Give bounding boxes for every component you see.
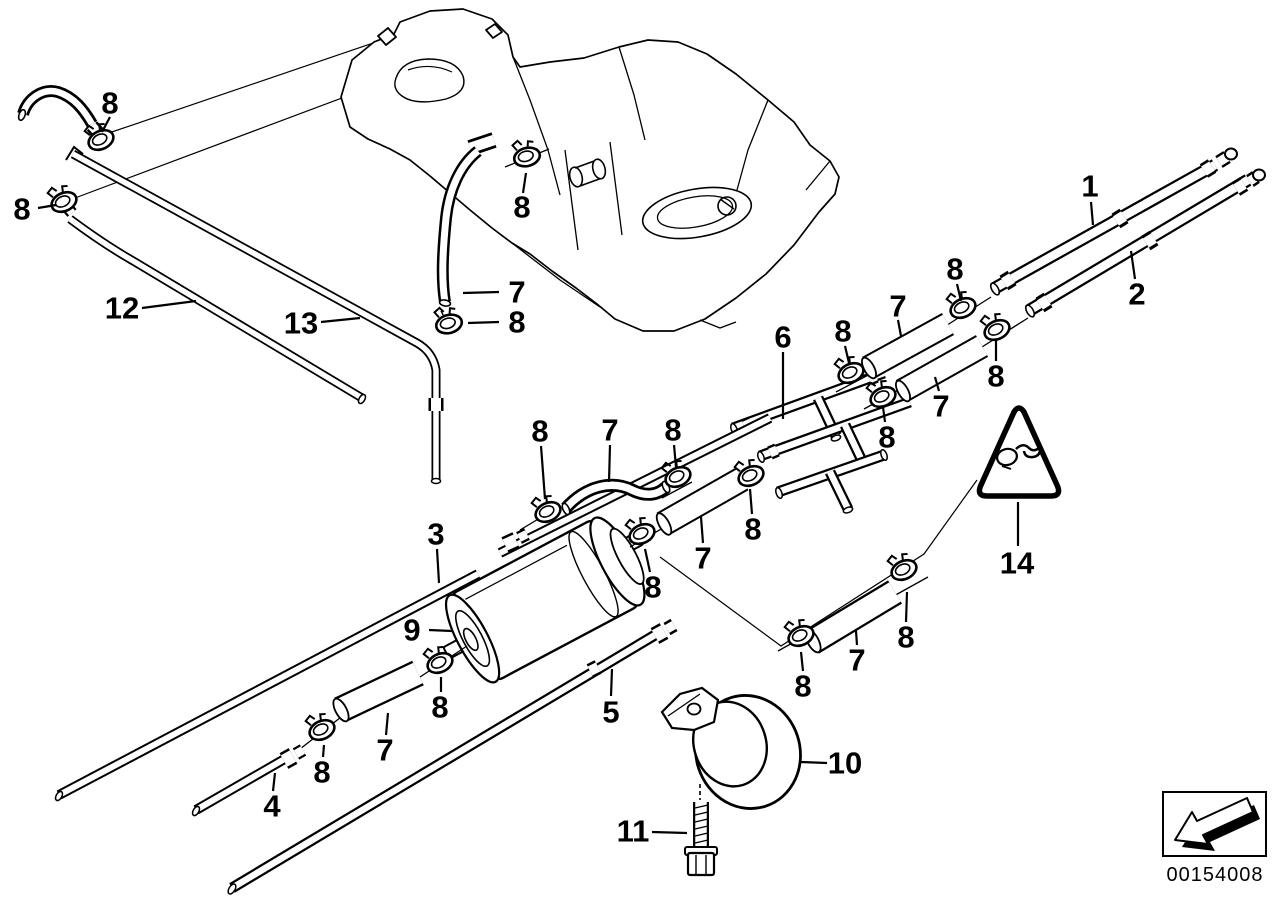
leader-lines: [37, 116, 1137, 835]
hose-clamp: [301, 706, 339, 745]
part-callout-6-7[interactable]: 6: [774, 319, 792, 355]
tank-fitting: [377, 27, 397, 46]
part-callout-8-19[interactable]: 8: [744, 511, 762, 547]
part-callout-7-20[interactable]: 7: [694, 540, 712, 576]
tank-fitting: [485, 23, 503, 39]
part-callout-3-22[interactable]: 3: [427, 516, 445, 552]
tank-port-stub: [568, 158, 607, 188]
part-callout-1-11[interactable]: 1: [1081, 168, 1099, 204]
part-callout-14-34[interactable]: 14: [999, 545, 1035, 581]
part-callout-8-26[interactable]: 8: [313, 754, 331, 790]
part-callout-8-24[interactable]: 8: [431, 689, 449, 725]
diagram-part-number: 00154008: [1166, 864, 1264, 886]
part-callout-8-29[interactable]: 8: [794, 668, 812, 704]
bracket-10: [660, 686, 802, 810]
support-hose-chain: [777, 546, 929, 654]
warning-triangle-icon: [976, 405, 1062, 499]
part-callout-8-0[interactable]: 8: [101, 85, 119, 121]
page-arrow-icon: [1174, 797, 1260, 851]
part-callout-11-33[interactable]: 11: [616, 813, 650, 849]
part-callout-8-15[interactable]: 8: [878, 419, 896, 455]
hose-clamp: [883, 546, 921, 585]
part-callout-8-31[interactable]: 8: [897, 619, 915, 655]
part-callout-8-16[interactable]: 8: [531, 413, 549, 449]
fuel-filter-9: [442, 516, 646, 684]
part-callout-8-1[interactable]: 8: [13, 191, 31, 227]
part-callout-2-12[interactable]: 2: [1128, 276, 1146, 312]
fuel-line-5: [227, 618, 678, 895]
filter-inlet-chain: [191, 639, 468, 817]
part-callout-7-14[interactable]: 7: [932, 388, 950, 424]
part-callout-8-4[interactable]: 8: [513, 189, 531, 225]
vent-hose-assembly: [17, 85, 118, 217]
part-callout-13-3[interactable]: 13: [283, 305, 319, 341]
part-callout-7-5[interactable]: 7: [508, 274, 526, 310]
part-callout-8-8[interactable]: 8: [834, 313, 852, 349]
part-callout-7-25[interactable]: 7: [376, 732, 394, 768]
part-callout-8-21[interactable]: 8: [644, 569, 662, 605]
part-callout-8-6[interactable]: 8: [508, 304, 526, 340]
fuel-line-2: [1024, 168, 1266, 318]
vent-pipe-13: [65, 145, 444, 485]
part-callout-4-27[interactable]: 4: [263, 788, 281, 824]
part-callout-8-10[interactable]: 8: [946, 251, 964, 287]
part-callout-7-17[interactable]: 7: [601, 412, 619, 448]
screw-11: [684, 802, 718, 877]
filter-outlet-chain: [519, 452, 768, 549]
nav-arrow-box[interactable]: [1162, 791, 1267, 857]
part-callout-7-30[interactable]: 7: [848, 642, 866, 678]
fuel-tank-drawing: [340, 8, 840, 332]
pump-flange: [641, 186, 753, 240]
fuel-line-1: [989, 147, 1238, 296]
part-callout-12-2[interactable]: 12: [104, 290, 140, 326]
part-callout-8-13[interactable]: 8: [987, 358, 1005, 394]
vent-pipe-12: [67, 215, 367, 405]
part-callout-9-23[interactable]: 9: [403, 612, 421, 648]
connector-hoses-right: [830, 284, 1029, 412]
part-callout-8-18[interactable]: 8: [664, 412, 682, 448]
hose-clamp: [430, 301, 466, 338]
hose-clamp: [942, 284, 980, 323]
tank-hose-7: [430, 132, 550, 338]
fuel-line-3: [54, 413, 773, 802]
hose-clamp: [976, 306, 1014, 345]
part-callout-7-9[interactable]: 7: [889, 288, 907, 324]
part-callout-10-32[interactable]: 10: [827, 745, 863, 781]
part-callout-5-28[interactable]: 5: [602, 694, 620, 730]
